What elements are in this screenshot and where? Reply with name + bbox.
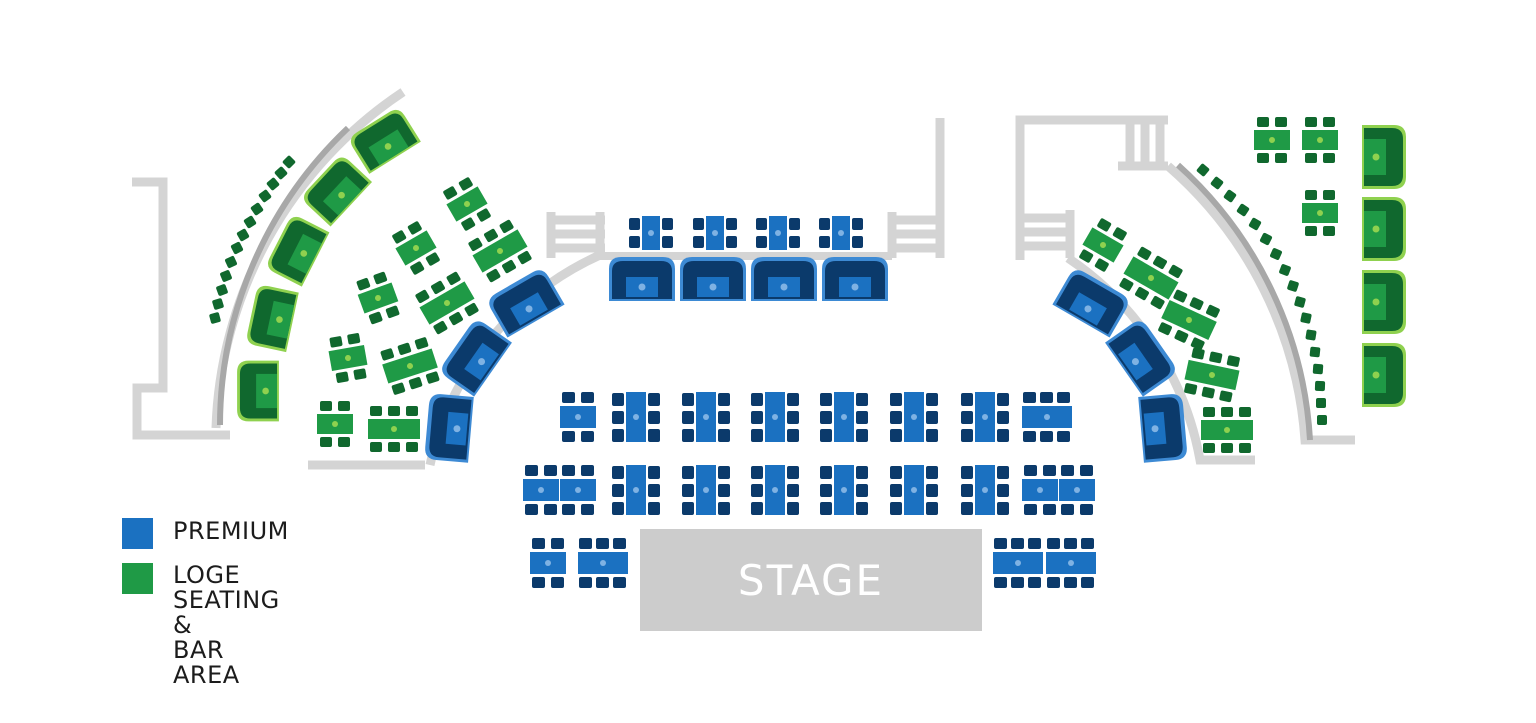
premium-swatch bbox=[122, 518, 153, 549]
rail-left-inner bbox=[217, 125, 351, 426]
loge-booths-right[interactable] bbox=[1362, 125, 1406, 407]
walls-right bbox=[887, 115, 1355, 465]
premium-floor-row-2[interactable] bbox=[523, 465, 1095, 515]
legend-label-premium: PREMIUM bbox=[173, 517, 289, 545]
loge-swatch bbox=[122, 563, 153, 594]
premium-booths-center[interactable] bbox=[609, 257, 888, 301]
stage bbox=[640, 529, 982, 631]
premium-floor-row-1[interactable] bbox=[560, 392, 1072, 442]
rail-right-inner bbox=[1175, 162, 1313, 441]
balcony-tables[interactable] bbox=[629, 216, 863, 250]
legend-label-loge: LOGE SEATING & BAR AREA bbox=[173, 561, 280, 689]
